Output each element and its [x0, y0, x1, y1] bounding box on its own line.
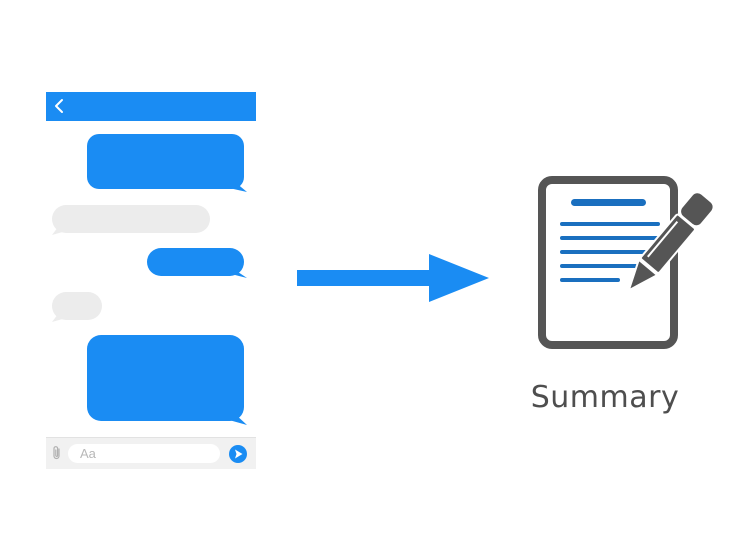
message-input[interactable]	[68, 444, 220, 463]
paperclip-icon[interactable]	[51, 445, 63, 461]
received-message-bubble	[52, 205, 212, 235]
chat-header	[46, 92, 256, 121]
sent-message-bubble	[87, 134, 247, 192]
sent-message-bubble	[147, 248, 247, 278]
message-composer	[46, 437, 256, 469]
document-pen-icon	[538, 176, 713, 349]
right-arrow-icon	[297, 254, 489, 302]
received-message-bubble	[52, 292, 104, 322]
chat-screen	[46, 92, 256, 469]
summary-label: Summary	[530, 380, 680, 415]
sent-message-bubble	[87, 335, 247, 425]
send-icon[interactable]	[229, 445, 247, 463]
chevron-left-icon[interactable]	[52, 98, 68, 114]
